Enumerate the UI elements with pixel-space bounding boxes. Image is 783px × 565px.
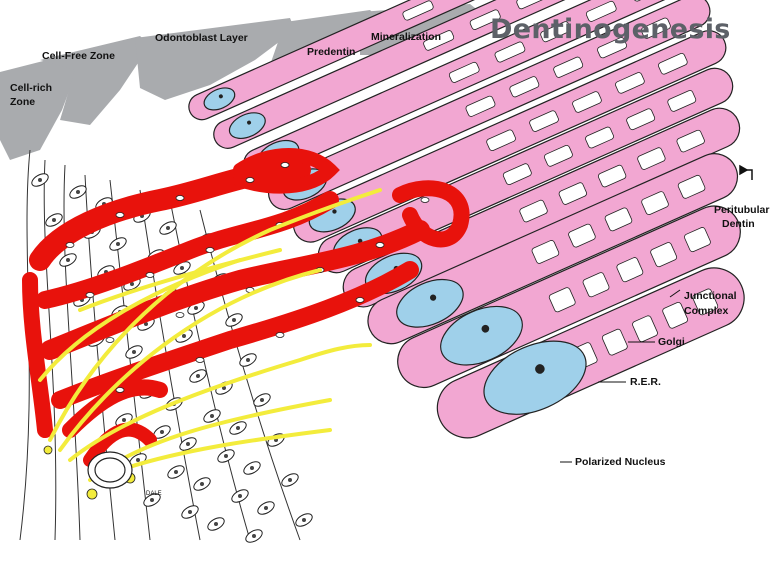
vessel-nucleus: [106, 338, 114, 343]
label-junctional-line1: Junctional: [684, 290, 737, 302]
vessel-nucleus: [246, 178, 254, 183]
pulp-cell-nucleus: [182, 334, 186, 338]
vessel-nucleus: [116, 213, 124, 218]
zone-cell-free: Cell-Free Zone: [42, 50, 115, 62]
pulp-cell-nucleus: [76, 190, 80, 194]
pulp-cell-nucleus: [236, 426, 240, 430]
pulp-cell-nucleus: [210, 414, 214, 418]
pulp-cell-nucleus: [166, 226, 170, 230]
peritubular-arrow: [740, 166, 752, 180]
pulp-cell-nucleus: [132, 350, 136, 354]
pulp-cell-nucleus: [232, 318, 236, 322]
pulp-cell-nucleus: [188, 510, 192, 514]
pulp-cell-nucleus: [260, 398, 264, 402]
pulp-cell-nucleus: [252, 534, 256, 538]
pulp-cell-nucleus: [246, 358, 250, 362]
label-golgi: Golgi: [658, 336, 685, 348]
zone-mineralization: Mineralization: [371, 31, 441, 43]
vessel-nucleus: [276, 333, 284, 338]
label-polarized-nucleus: Polarized Nucleus: [575, 456, 665, 468]
pulp-cell-nucleus: [194, 306, 198, 310]
pulp-cell-nucleus: [214, 522, 218, 526]
pulp-cell-nucleus: [288, 478, 292, 482]
artist-signature: DALE: [146, 491, 162, 497]
pulp-cell-nucleus: [160, 430, 164, 434]
label-peritubular-line2: Dentin: [722, 218, 755, 230]
vessel-nucleus: [176, 196, 184, 201]
label-rer: R.E.R.: [630, 376, 661, 388]
pulp-cell-nucleus: [200, 482, 204, 486]
vessel-nucleus: [421, 198, 429, 203]
pulp-cell-nucleus: [66, 258, 70, 262]
pulp-cell-nucleus: [302, 518, 306, 522]
zone-cell-rich-line1: Cell-rich: [10, 82, 52, 94]
vessel-nucleus: [86, 293, 94, 298]
pulp-cell-nucleus: [122, 418, 126, 422]
pulp-cell-nucleus: [238, 494, 242, 498]
vessel-nucleus: [206, 248, 214, 253]
pulp-cell-nucleus: [52, 218, 56, 222]
pulp-cell-nucleus: [250, 466, 254, 470]
pulp-cell-nucleus: [116, 242, 120, 246]
vessel-nucleus: [176, 313, 184, 318]
pulp-cell-nucleus: [174, 470, 178, 474]
pulp-cell-nucleus: [186, 442, 190, 446]
zone-odontoblast-layer: Odontoblast Layer: [155, 32, 248, 44]
vessel-cross-section: [88, 452, 132, 488]
vessel-nucleus: [356, 298, 364, 303]
pulp-cell-nucleus: [224, 454, 228, 458]
vessel-nucleus: [376, 243, 384, 248]
pulp-cell-nucleus: [136, 458, 140, 462]
label-peritubular-line1: Peritubular: [714, 204, 769, 216]
zone-predentin: Predentin: [307, 46, 355, 58]
pulp-cell-nucleus: [180, 266, 184, 270]
label-junctional-line2: Complex: [684, 305, 728, 317]
page-title: Dentinogenesis: [490, 14, 731, 45]
vessel-nucleus: [196, 358, 204, 363]
zone-cell-rich-line2: Zone: [10, 96, 35, 108]
pulp-cell-nucleus: [264, 506, 268, 510]
pulp-cell-nucleus: [38, 178, 42, 182]
vessel-nucleus: [66, 243, 74, 248]
pulp-cell-nucleus: [196, 374, 200, 378]
vessel-nucleus: [281, 163, 289, 168]
vessel-nucleus: [116, 388, 124, 393]
pulp-cell-nucleus: [150, 498, 154, 502]
vessel-nucleus: [146, 273, 154, 278]
